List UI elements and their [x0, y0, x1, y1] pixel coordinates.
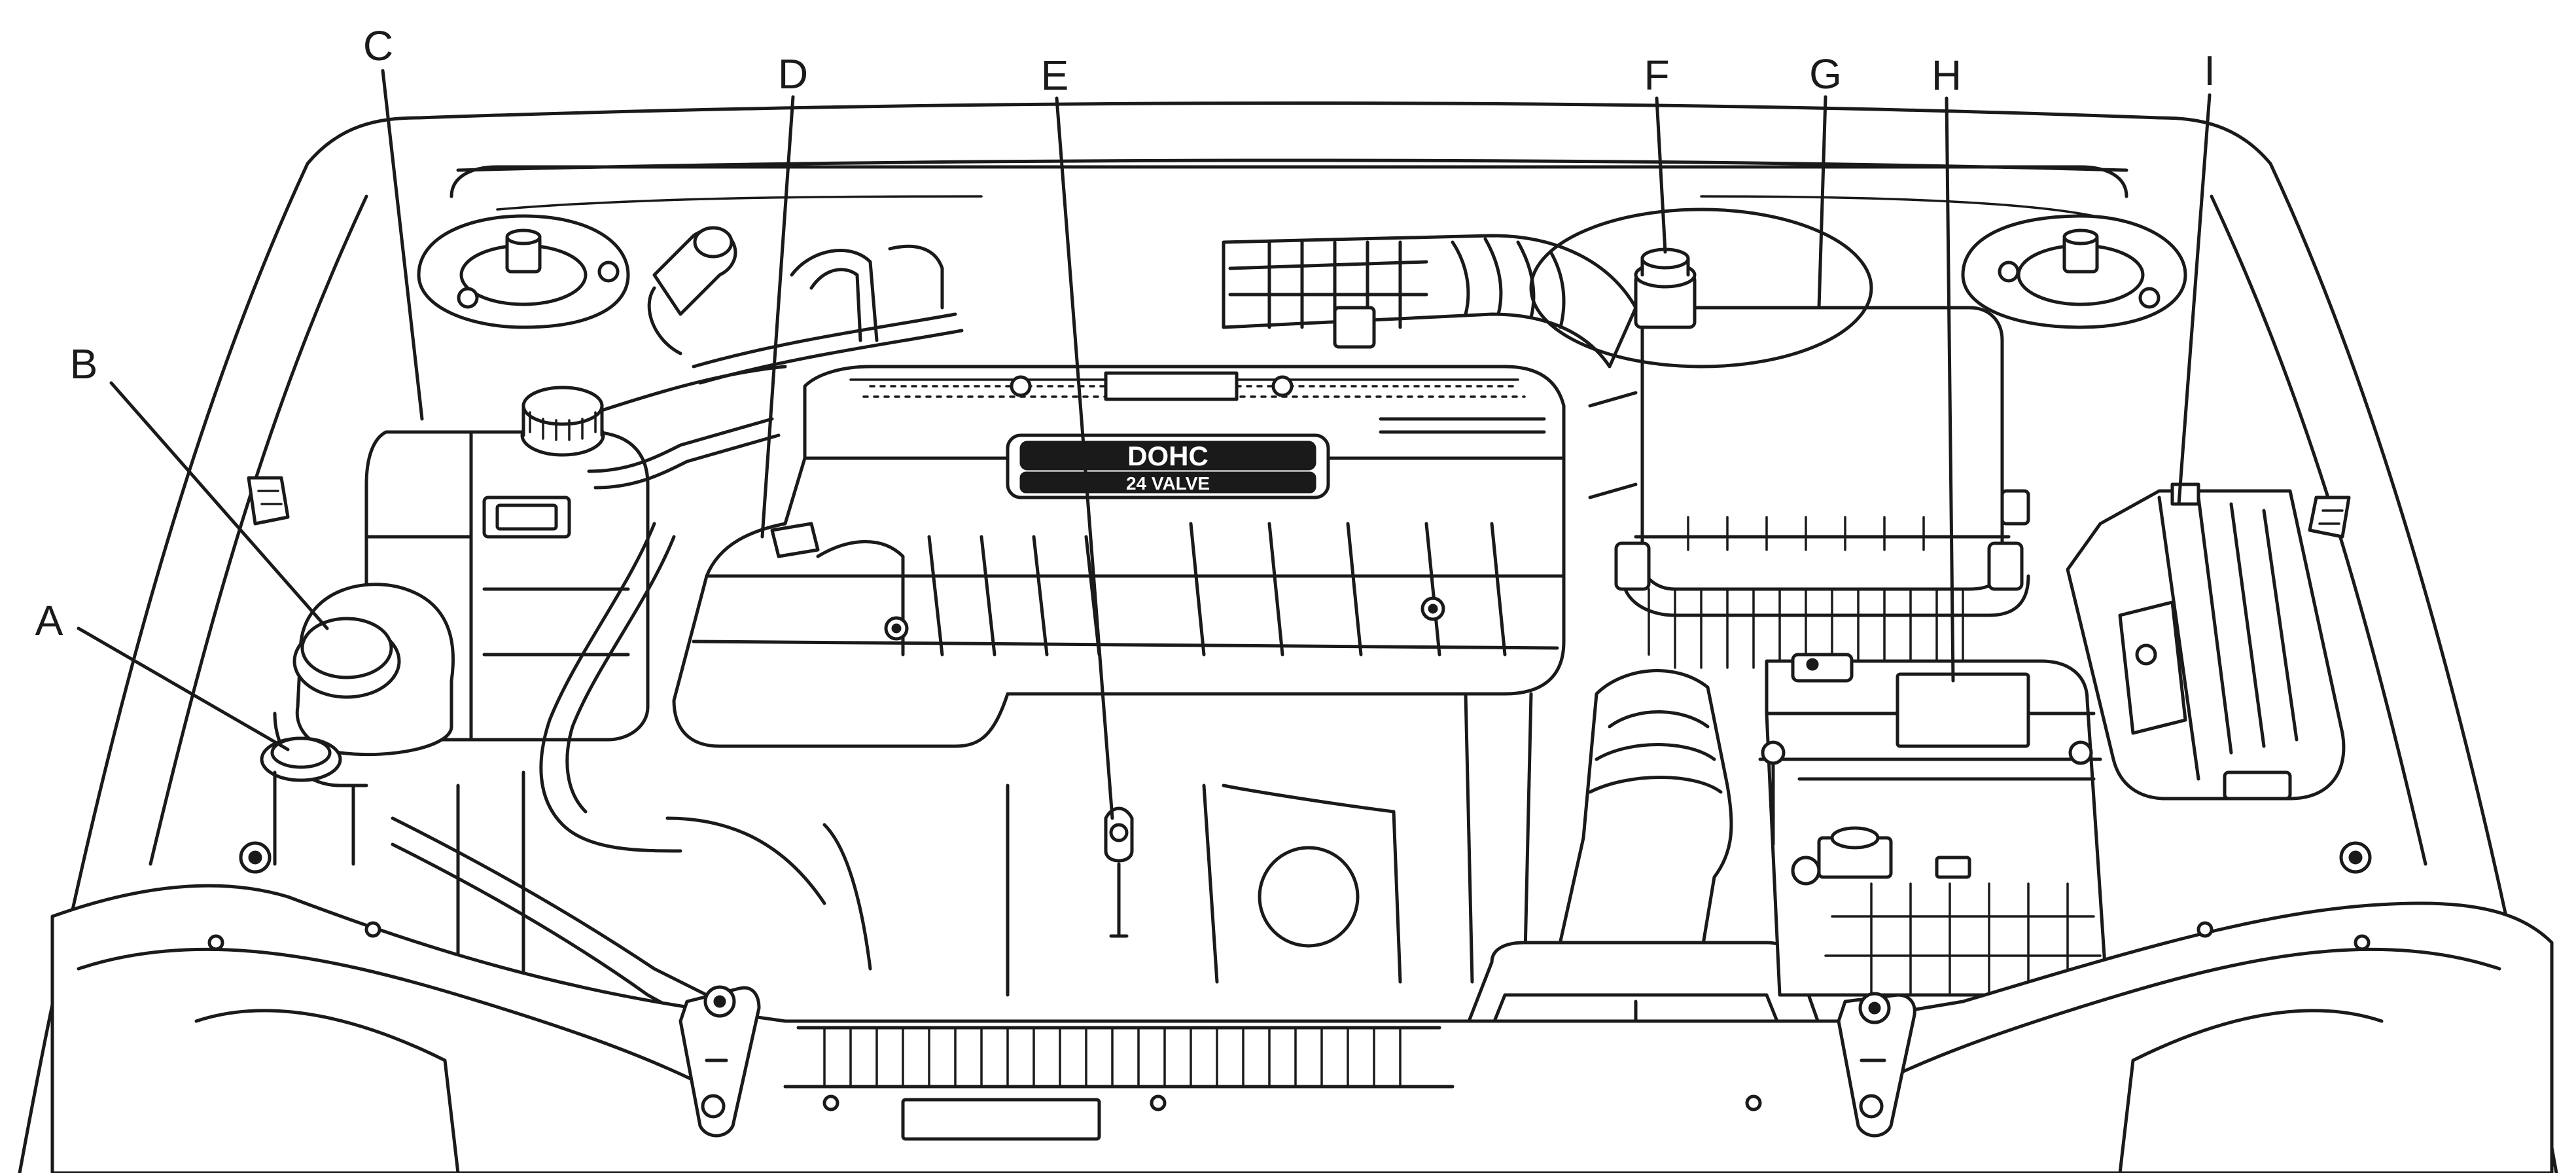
- fuse-block: [2066, 482, 2346, 801]
- radiator-support: [50, 884, 2554, 1173]
- air-cleaner-box: [1588, 306, 2030, 669]
- engine-cover: DOHC 24 VALVE: [672, 365, 1566, 748]
- callout-d: D: [778, 50, 808, 98]
- callout-h: H: [1932, 52, 1962, 99]
- badge-top-text: DOHC: [1127, 441, 1209, 471]
- hood-latch-right: [1837, 992, 1916, 1138]
- leader-e: [1055, 96, 1114, 820]
- hood-latch-left: [679, 985, 761, 1138]
- left-hood-bumper: [247, 476, 290, 526]
- leader-g: [1817, 95, 1827, 310]
- callout-f: F: [1644, 52, 1669, 99]
- badge-bottom-text: 24 VALVE: [1126, 473, 1210, 494]
- firewall: [450, 165, 2128, 217]
- callout-e: E: [1041, 52, 1069, 99]
- callout-g: G: [1809, 50, 1842, 98]
- dohc-badge: DOHC 24 VALVE: [1006, 433, 1330, 499]
- leader-i: [2177, 93, 2212, 506]
- purge-canister: [647, 226, 737, 355]
- battery: [1758, 653, 2109, 997]
- right-strut-tower: [1961, 214, 2187, 329]
- right-hood-bumper: [2308, 496, 2351, 539]
- callout-leaders: [77, 69, 2212, 820]
- mount-bolt-center: [248, 850, 262, 865]
- engine-block: [1006, 692, 1533, 997]
- fluid-caps: [260, 583, 455, 866]
- leader-c: [381, 69, 424, 421]
- firewall-hoses: [574, 244, 964, 421]
- callout-a: A: [35, 597, 63, 644]
- battery-terminal: [1791, 826, 1971, 886]
- leader-b: [109, 381, 329, 630]
- leader-f: [1655, 96, 1667, 254]
- dipstick: [1104, 806, 1134, 938]
- mount-bolt-center: [2348, 850, 2363, 865]
- brake-fluid-cap: [1529, 208, 1873, 369]
- leader-d: [760, 95, 795, 539]
- leader-h: [1945, 96, 1955, 683]
- air-intake-hose: [1222, 234, 1638, 369]
- callout-c: C: [363, 22, 393, 69]
- callout-i: I: [2204, 47, 2215, 94]
- leader-a: [77, 626, 290, 751]
- left-strut-tower: [417, 214, 630, 329]
- callout-labels: A B C D E F G H I: [35, 22, 2215, 644]
- callout-b: B: [70, 340, 98, 388]
